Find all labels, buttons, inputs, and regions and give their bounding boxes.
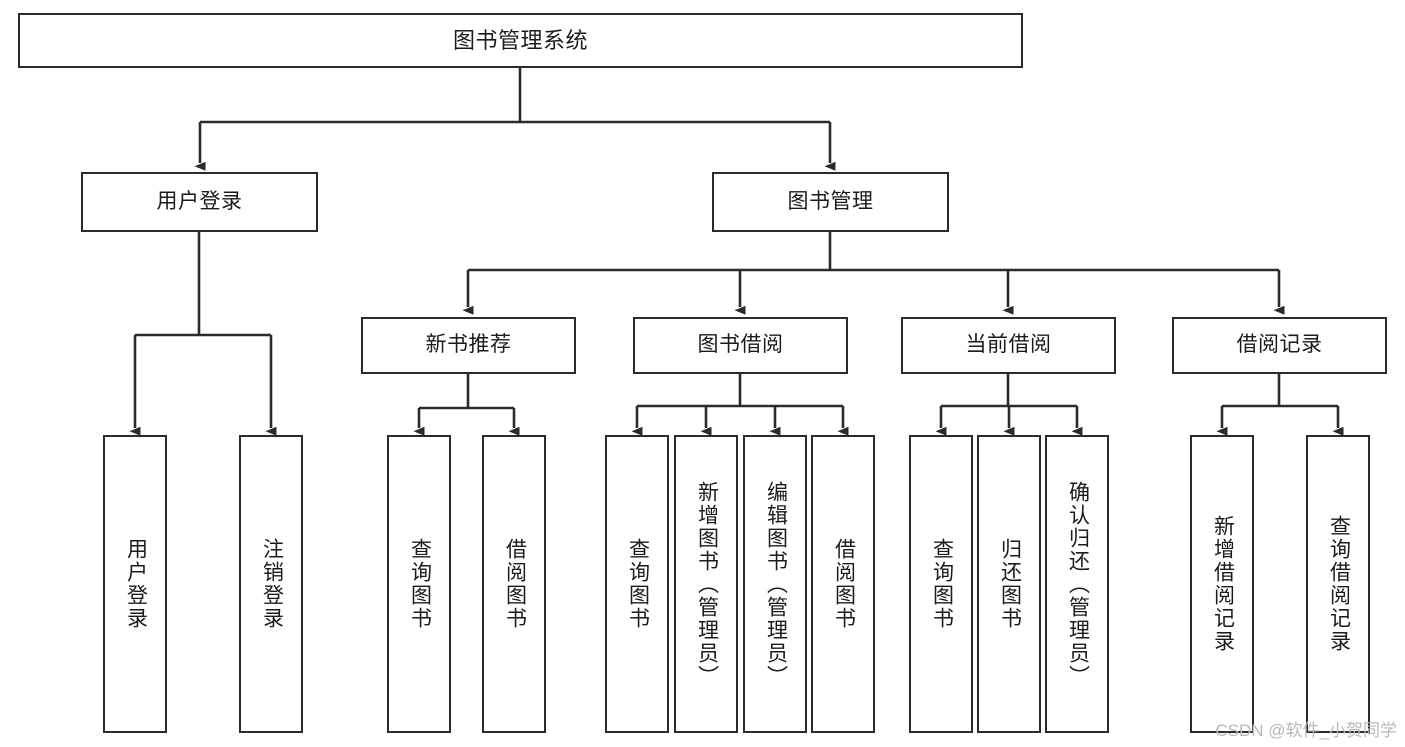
node-leaf-query-book-3-label: 查询图书 xyxy=(930,538,954,630)
node-leaf-confirm-return-label: 确认归还（管理员） xyxy=(1066,480,1090,688)
node-current-borrow[interactable]: 当前借阅 xyxy=(901,317,1116,374)
node-leaf-edit-book[interactable]: 编辑图书（管理员） xyxy=(743,435,807,733)
node-leaf-query-record-label: 查询借阅记录 xyxy=(1327,515,1351,653)
node-leaf-add-book[interactable]: 新增图书（管理员） xyxy=(674,435,738,733)
node-leaf-query-record[interactable]: 查询借阅记录 xyxy=(1306,435,1370,733)
node-user-login-label: 用户登录 xyxy=(156,189,243,213)
node-leaf-query-book-2[interactable]: 查询图书 xyxy=(605,435,669,733)
node-leaf-user-logout[interactable]: 注销登录 xyxy=(239,435,303,733)
node-root-label: 图书管理系统 xyxy=(452,27,588,53)
node-leaf-edit-book-label: 编辑图书（管理员） xyxy=(764,480,788,688)
node-leaf-query-book-3[interactable]: 查询图书 xyxy=(909,435,973,733)
node-new-book-recommend-label: 新书推荐 xyxy=(425,333,512,357)
node-leaf-add-record-label: 新增借阅记录 xyxy=(1211,515,1235,653)
node-root[interactable]: 图书管理系统 xyxy=(18,13,1023,68)
node-borrow-record-label: 借阅记录 xyxy=(1236,333,1323,357)
node-leaf-add-record[interactable]: 新增借阅记录 xyxy=(1190,435,1254,733)
node-leaf-query-book-1[interactable]: 查询图书 xyxy=(387,435,451,733)
node-leaf-return-book[interactable]: 归还图书 xyxy=(977,435,1041,733)
node-book-management[interactable]: 图书管理 xyxy=(712,172,949,232)
node-leaf-query-book-1-label: 查询图书 xyxy=(408,538,432,630)
node-leaf-borrow-book-1-label: 借阅图书 xyxy=(503,538,527,630)
node-leaf-borrow-book-1[interactable]: 借阅图书 xyxy=(482,435,546,733)
node-leaf-borrow-book-2-label: 借阅图书 xyxy=(832,538,856,630)
node-borrow-record[interactable]: 借阅记录 xyxy=(1172,317,1387,374)
node-new-book-recommend[interactable]: 新书推荐 xyxy=(361,317,576,374)
node-leaf-add-book-label: 新增图书（管理员） xyxy=(695,480,719,688)
node-leaf-user-logout-label: 注销登录 xyxy=(260,538,284,630)
node-user-login[interactable]: 用户登录 xyxy=(81,172,318,232)
node-leaf-confirm-return[interactable]: 确认归还（管理员） xyxy=(1045,435,1109,733)
node-leaf-borrow-book-2[interactable]: 借阅图书 xyxy=(811,435,875,733)
node-leaf-query-book-2-label: 查询图书 xyxy=(626,538,650,630)
node-leaf-return-book-label: 归还图书 xyxy=(998,538,1022,630)
node-book-borrow[interactable]: 图书借阅 xyxy=(633,317,848,374)
node-leaf-user-login[interactable]: 用户登录 xyxy=(103,435,167,733)
node-current-borrow-label: 当前借阅 xyxy=(965,333,1052,357)
node-book-borrow-label: 图书借阅 xyxy=(697,333,784,357)
node-leaf-user-login-label: 用户登录 xyxy=(124,538,148,630)
csdn-watermark: CSDN @软件_小贺同学 xyxy=(1215,721,1397,740)
node-book-management-label: 图书管理 xyxy=(787,189,874,213)
